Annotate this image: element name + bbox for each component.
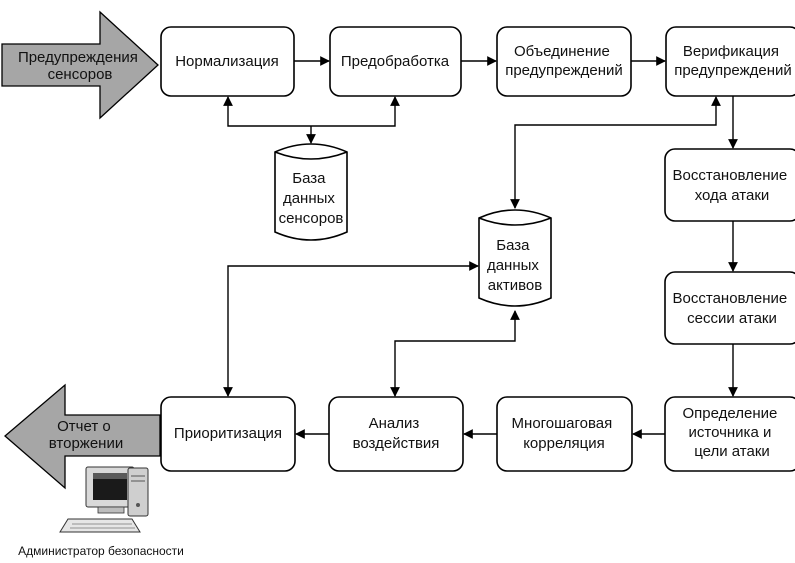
- svg-text:База данных активо: База данных активов: [487, 237, 543, 294]
- admin-label: Администратор безопасности: [18, 544, 184, 558]
- source-target-line-2: источника и: [688, 424, 771, 441]
- attack-flow-line-2: хода атаки: [695, 187, 770, 204]
- assets-db-line-1: База: [496, 237, 530, 254]
- multistep-correlation-node: Многошаговая корреляция: [496, 396, 633, 472]
- preprocessing-node: Предобработка: [329, 26, 462, 97]
- multistep-correlation-line-2: корреляция: [523, 435, 605, 452]
- merge-alerts-node: Объединение предупреждений: [496, 26, 632, 97]
- svg-text:Приоритизация: Приоритизация: [174, 425, 282, 442]
- input-arrow-line-2: сенсоров: [48, 66, 113, 83]
- svg-text:Восстановление сессии ат: Восстановление сессии атаки: [673, 290, 792, 327]
- impact-analysis-line-1: Анализ: [369, 415, 420, 432]
- attack-session-line-2: сессии атаки: [687, 310, 777, 327]
- attack-flow-line-1: Восстановление: [673, 167, 788, 184]
- svg-text:База данных сенсор: База данных сенсоров: [279, 170, 344, 227]
- merge-alerts-line-2: предупреждений: [505, 62, 623, 79]
- edge-assetsdb-prioritization: [223, 261, 479, 397]
- svg-text:Верификация предупрежден: Верификация предупреждений: [674, 43, 792, 79]
- svg-text:Объединение предупрежден: Объединение предупреждений: [505, 43, 623, 79]
- source-target-detection-node: Определение источника и цели атаки: [664, 396, 795, 472]
- assets-database: База данных активов: [478, 209, 552, 307]
- multistep-correlation-line-1: Многошаговая: [512, 415, 613, 432]
- sensor-alerts-input-arrow: Предупреждения сенсоров: [1, 10, 159, 120]
- verify-alerts-node: Верификация предупреждений: [665, 26, 795, 97]
- impact-analysis-node: Анализ воздействия: [328, 396, 464, 472]
- edge-verify-assetsdb: [510, 96, 721, 209]
- normalization-node: Нормализация: [160, 26, 295, 97]
- computer-icon: [59, 466, 149, 533]
- attack-session-line-1: Восстановление: [673, 290, 788, 307]
- sensors-db-line-2: данных: [283, 190, 335, 207]
- impact-analysis-line-2: воздействия: [353, 435, 440, 452]
- normalization-label: Нормализация: [175, 53, 279, 70]
- sensors-db-line-3: сенсоров: [279, 210, 344, 227]
- merge-alerts-line-1: Объединение: [514, 43, 610, 60]
- svg-text:Нормализация: Нормализация: [175, 53, 279, 70]
- edge-sensorsdb-bus: [223, 96, 400, 127]
- connectors: [223, 56, 738, 439]
- assets-db-line-2: данных: [487, 257, 539, 274]
- sensors-database: База данных сенсоров: [274, 143, 348, 241]
- prioritization-node: Приоритизация: [160, 396, 296, 472]
- svg-text:Предупреждения сенсоров: Предупреждения сенсоров: [18, 49, 142, 83]
- svg-text:Многошаговая корреляция: Многошаговая корреляция: [512, 415, 617, 452]
- assets-db-line-3: активов: [488, 277, 542, 294]
- svg-text:Предобработка: Предобработка: [341, 53, 450, 70]
- output-arrow-line-2: вторжении: [49, 435, 123, 452]
- verify-alerts-line-2: предупреждений: [674, 62, 792, 79]
- source-target-line-3: цели атаки: [694, 443, 770, 460]
- svg-text:Определение источника и: Определение источника и цели атаки: [682, 405, 781, 460]
- svg-text:Анализ воздействия: Анализ воздействия: [353, 415, 440, 452]
- input-arrow-line-1: Предупреждения: [18, 49, 138, 66]
- attack-flow-reconstruction-node: Восстановление хода атаки: [664, 148, 795, 222]
- source-target-line-1: Определение: [682, 405, 777, 422]
- intrusion-report-output-arrow: Отчет о вторжении: [4, 383, 161, 490]
- sensors-db-line-1: База: [292, 170, 326, 187]
- preprocessing-label: Предобработка: [341, 53, 450, 70]
- attack-session-reconstruction-node: Восстановление сессии атаки: [664, 271, 795, 345]
- svg-text:Отчет о вторжении: Отчет о вторжении: [49, 418, 123, 452]
- output-arrow-line-1: Отчет о: [57, 418, 111, 435]
- verify-alerts-line-1: Верификация: [683, 43, 779, 60]
- edge-assetsdb-impact: [390, 310, 520, 397]
- prioritization-label: Приоритизация: [174, 425, 282, 442]
